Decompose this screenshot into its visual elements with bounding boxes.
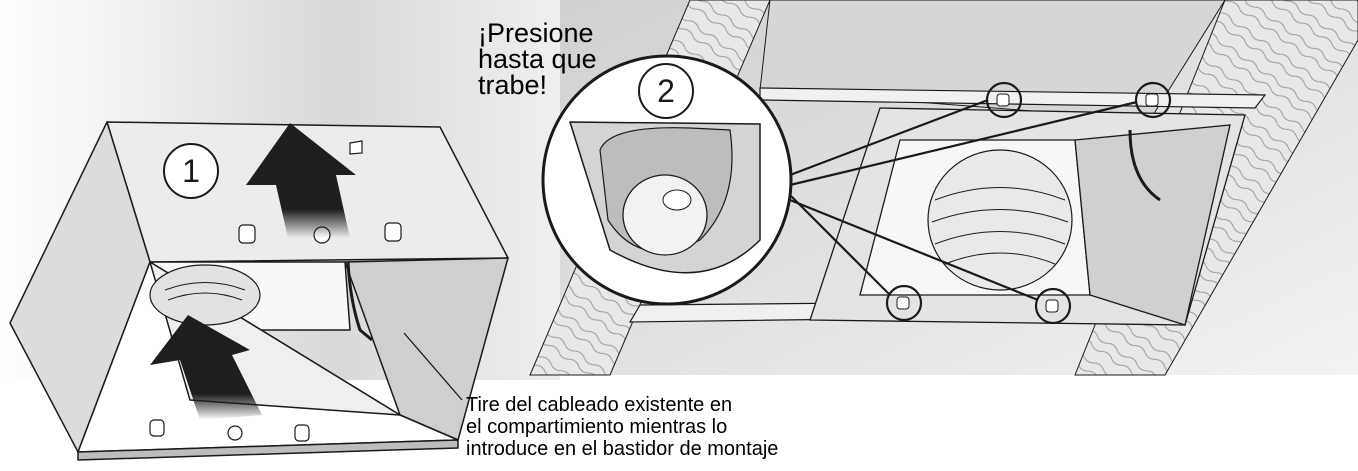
mount-tab [149, 419, 165, 437]
latch-tab-icon [996, 93, 1010, 107]
mount-screw [227, 425, 243, 441]
step-badge-2: 2 [638, 63, 694, 119]
step-number: 2 [657, 73, 675, 109]
blower-wheel [149, 264, 261, 326]
magnifier-leader [789, 198, 1039, 302]
step-2-note: ¡Presione hasta que trabe! [478, 18, 618, 100]
mount-tab [294, 424, 310, 442]
mount-tab [238, 224, 256, 244]
installed-housing-side [1074, 124, 1231, 326]
installed-wire [1128, 129, 1161, 202]
wiring-caption: Tire del cableado existente en el compar… [466, 394, 886, 460]
latch-highlight-circle [1134, 81, 1172, 119]
right-panel [529, 0, 1358, 376]
left-panel [0, 0, 560, 461]
push-arrow-icon [150, 315, 262, 420]
caption-leader-line [403, 332, 463, 401]
blower-vanes [164, 282, 246, 301]
mount-slot [349, 140, 363, 155]
caption-line: el compartimiento mientras lo [466, 416, 728, 438]
caption-line: introduce en el bastidor de montaje [466, 438, 779, 460]
magnifier-leader [789, 194, 891, 296]
step-number: 1 [182, 153, 200, 189]
magnifier-leader [789, 100, 1138, 187]
latch-highlight-circle [885, 284, 923, 322]
installed-blower-rings [931, 187, 1069, 265]
note-line: trabe! [478, 70, 548, 100]
existing-wire [346, 261, 373, 342]
latch-tab-icon [1045, 299, 1059, 313]
note-line: ¡Presione [478, 18, 594, 48]
magnifier-circle-icon [541, 54, 793, 306]
note-line: hasta que [478, 44, 597, 74]
latch-tab-icon [896, 296, 910, 310]
latch-tab-icon [1145, 93, 1159, 107]
housing-bottom-lip [77, 439, 459, 461]
step-badge-1: 1 [163, 143, 219, 199]
caption-line: Tire del cableado existente en [466, 394, 733, 416]
installed-blower [927, 149, 1073, 291]
push-arrow-icon [246, 123, 356, 238]
mount-tab [384, 222, 402, 242]
magnifier-leader [789, 98, 989, 177]
latch-highlight-circle [1034, 287, 1072, 325]
